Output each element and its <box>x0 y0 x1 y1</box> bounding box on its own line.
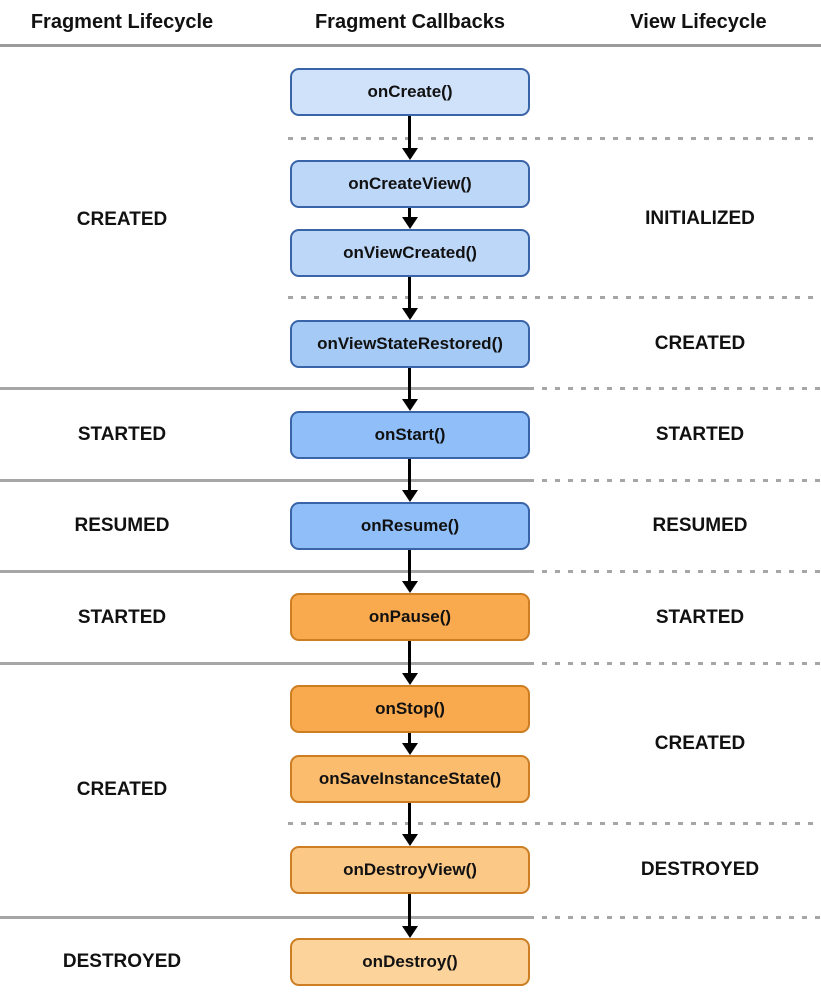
view-state-boundary-line <box>542 662 821 665</box>
column-header-fragment-lifecycle: Fragment Lifecycle <box>30 10 214 33</box>
column-header-fragment-callbacks: Fragment Callbacks <box>314 10 506 33</box>
flow-arrow-stem <box>408 894 411 928</box>
fragment-state-boundary-line <box>0 916 534 919</box>
flow-arrow-head <box>402 148 418 160</box>
flow-arrow-head <box>402 581 418 593</box>
callback-box-onsaveinstancestate: onSaveInstanceState() <box>290 755 530 803</box>
fragment-state-label-created: CREATED <box>76 779 168 800</box>
view-state-label-started: STARTED <box>655 424 745 445</box>
view-state-label-created: CREATED <box>654 733 746 754</box>
view-state-boundary-line <box>288 296 821 299</box>
flow-arrow-stem <box>408 116 411 150</box>
view-state-label-started: STARTED <box>655 607 745 628</box>
flow-arrow-head <box>402 308 418 320</box>
callback-box-oncreate: onCreate() <box>290 68 530 116</box>
view-state-boundary-line <box>288 822 821 825</box>
flow-arrow-stem <box>408 208 411 219</box>
fragment-state-boundary-line <box>0 662 534 665</box>
flow-arrow-stem <box>408 277 411 310</box>
flow-arrow-head <box>402 926 418 938</box>
view-state-boundary-line <box>542 387 821 390</box>
flow-arrow-stem <box>408 459 411 492</box>
callback-box-onstop: onStop() <box>290 685 530 733</box>
header-divider-line <box>0 44 821 47</box>
flow-arrow-stem <box>408 733 411 745</box>
callback-box-onstart: onStart() <box>290 411 530 459</box>
fragment-state-boundary-line <box>0 570 534 573</box>
view-state-boundary-line <box>542 479 821 482</box>
flow-arrow-stem <box>408 368 411 401</box>
callback-box-onviewcreated: onViewCreated() <box>290 229 530 277</box>
view-state-label-resumed: RESUMED <box>652 515 748 536</box>
column-header-view-lifecycle: View Lifecycle <box>630 10 767 33</box>
flow-arrow-head <box>402 673 418 685</box>
flow-arrow-head <box>402 834 418 846</box>
view-state-label-initialized: INITIALIZED <box>645 208 755 229</box>
flow-arrow-stem <box>408 550 411 583</box>
callback-box-onpause: onPause() <box>290 593 530 641</box>
flow-arrow-stem <box>408 803 411 836</box>
fragment-state-boundary-line <box>0 479 534 482</box>
fragment-state-label-started: STARTED <box>77 424 167 445</box>
flow-arrow-stem <box>408 641 411 675</box>
view-state-boundary-line <box>288 137 821 140</box>
fragment-state-label-resumed: RESUMED <box>74 515 170 536</box>
view-state-label-created: CREATED <box>654 333 746 354</box>
view-state-boundary-line <box>542 916 821 919</box>
callback-box-ondestroy: onDestroy() <box>290 938 530 986</box>
fragment-state-boundary-line <box>0 387 534 390</box>
callback-box-ondestroyview: onDestroyView() <box>290 846 530 894</box>
fragment-state-label-started: STARTED <box>77 607 167 628</box>
fragment-state-label-destroyed: DESTROYED <box>62 951 182 972</box>
view-state-label-destroyed: DESTROYED <box>640 859 760 880</box>
flow-arrow-head <box>402 490 418 502</box>
view-state-boundary-line <box>542 570 821 573</box>
flow-arrow-head <box>402 217 418 229</box>
fragment-state-label-created: CREATED <box>76 209 168 230</box>
callback-box-oncreateview: onCreateView() <box>290 160 530 208</box>
callback-box-onresume: onResume() <box>290 502 530 550</box>
flow-arrow-head <box>402 743 418 755</box>
callback-box-onviewstaterestored: onViewStateRestored() <box>290 320 530 368</box>
flow-arrow-head <box>402 399 418 411</box>
